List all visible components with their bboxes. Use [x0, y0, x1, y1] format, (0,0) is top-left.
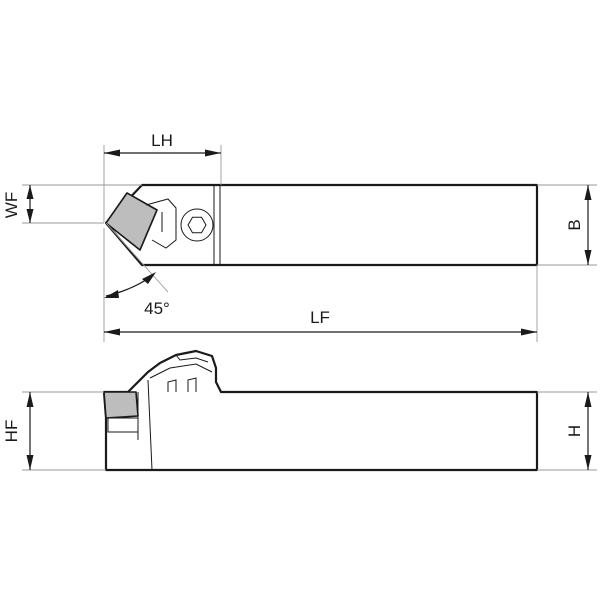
dimension-angle-label: 45° [144, 299, 170, 318]
top-view-insert [105, 192, 158, 251]
dimension-h-label: H [565, 425, 584, 437]
dimension-h: H [537, 391, 597, 471]
dimension-b: B [537, 184, 597, 266]
top-view-shank-outline [104, 183, 539, 267]
side-view-shank-outline [102, 349, 539, 472]
top-view-clamp-lever [145, 198, 177, 249]
dimension-lf-label: LF [310, 308, 330, 327]
dimension-wf: WF [2, 184, 142, 224]
dimension-wf-label: WF [2, 192, 21, 218]
dimension-hf: HF [2, 391, 106, 471]
hex-socket-icon [187, 216, 207, 234]
dimension-angle: 45° [104, 222, 170, 318]
dimension-lf: LF [103, 228, 538, 342]
top-view [104, 183, 539, 267]
dimension-lh: LH [103, 131, 222, 222]
dimension-lh-label: LH [151, 131, 173, 150]
top-view-clamp-screw [180, 208, 214, 242]
dimension-b-label: B [565, 219, 584, 230]
side-view [102, 349, 539, 472]
side-view-insert [103, 391, 139, 419]
side-view-clamp [149, 363, 213, 379]
dimension-hf-label: HF [2, 420, 21, 443]
side-view-shim [107, 417, 139, 433]
